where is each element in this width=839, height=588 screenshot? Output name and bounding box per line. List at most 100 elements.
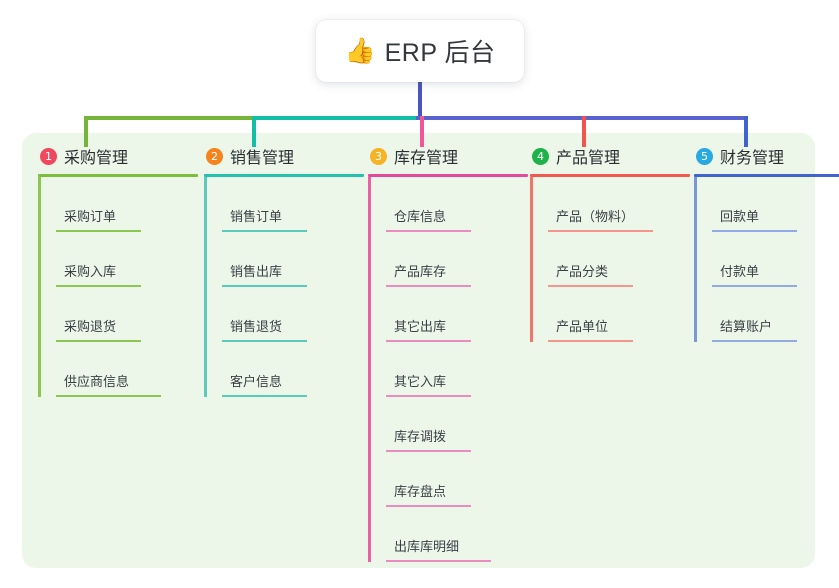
branch-title-4: 产品管理 [556,150,621,167]
leaf-item[interactable]: 库存调拨 [386,397,528,452]
leaf-rule [386,395,471,397]
branch-spine-2 [204,177,207,397]
leaf-item[interactable]: 结算账户 [712,287,839,342]
leaf-label: 销售订单 [230,209,283,224]
branch-header-1[interactable]: 1 采购管理 [38,144,198,168]
leaf-item[interactable]: 产品库存 [386,232,528,287]
leaf-item[interactable]: 产品（物料） [548,177,690,232]
leaf-item[interactable]: 采购订单 [56,177,198,232]
branch-spine-4 [530,177,533,342]
leaf-label: 采购入库 [64,264,117,279]
leaf-label: 出库库明细 [394,539,460,554]
branch-rule-3 [368,174,528,177]
leaf-rule [56,285,141,287]
leaf-item[interactable]: 库存盘点 [386,452,528,507]
branch-column-3: 3 库存管理 仓库信息 产品库存 其它出库 其它入库 库存调拨 库存盘点 [368,144,528,562]
leaf-label: 产品分类 [556,264,609,279]
leaf-item[interactable]: 采购入库 [56,232,198,287]
leaf-item[interactable]: 产品单位 [548,287,690,342]
leaf-rule [386,560,491,562]
leaf-rule [222,285,307,287]
leaf-rule [222,340,307,342]
branch-title-2: 销售管理 [230,150,295,167]
leaf-rule [56,340,141,342]
leaf-rule [222,230,307,232]
thumbs-up-icon: 👍 [344,36,376,65]
branch-column-1: 1 采购管理 采购订单 采购入库 采购退货 供应商信息 [38,144,198,397]
leaf-item[interactable]: 产品分类 [548,232,690,287]
branch-header-2[interactable]: 2 销售管理 [204,144,364,168]
leaf-label: 库存调拨 [394,429,447,444]
connector-bus-left [84,116,252,120]
branch-header-5[interactable]: 5 财务管理 [694,144,839,168]
connector-stem [418,82,422,118]
branch-leaf-list-1: 采购订单 采购入库 采购退货 供应商信息 [38,177,198,397]
leaf-item[interactable]: 销售订单 [222,177,364,232]
leaf-rule [548,340,633,342]
branch-rule-1 [38,174,198,177]
branch-column-5: 5 财务管理 回款单 付款单 结算账户 [694,144,839,342]
leaf-label: 采购退货 [64,319,117,334]
branch-title-5: 财务管理 [720,150,785,167]
leaf-item[interactable]: 回款单 [712,177,839,232]
branch-title-1: 采购管理 [64,150,129,167]
leaf-item[interactable]: 仓库信息 [386,177,528,232]
leaf-label: 产品（物料） [556,209,635,224]
branch-rule-4 [530,174,690,177]
branch-badge-3: 3 [370,147,387,165]
leaf-item[interactable]: 其它出库 [386,287,528,342]
leaf-label: 销售退货 [230,319,283,334]
leaf-rule [548,230,653,232]
leaf-label: 产品单位 [556,319,609,334]
leaf-item[interactable]: 付款单 [712,232,839,287]
leaf-rule [386,285,471,287]
leaf-item[interactable]: 销售出库 [222,232,364,287]
connector-drop-5 [744,116,748,147]
leaf-item[interactable]: 采购退货 [56,287,198,342]
leaf-label: 其它出库 [394,319,447,334]
leaf-label: 其它入库 [394,374,447,389]
branch-spine-1 [38,177,41,397]
branch-leaf-list-5: 回款单 付款单 结算账户 [694,177,839,342]
leaf-rule [548,285,633,287]
leaf-label: 库存盘点 [394,484,447,499]
leaf-item[interactable]: 其它入库 [386,342,528,397]
branch-column-2: 2 销售管理 销售订单 销售出库 销售退货 客户信息 [204,144,364,397]
branch-rule-2 [204,174,364,177]
branch-badge-2: 2 [206,147,223,165]
leaf-label: 产品库存 [394,264,447,279]
connector-drop-1 [84,116,88,147]
leaf-rule [56,230,141,232]
branch-rule-5 [694,174,839,177]
leaf-rule [56,395,161,397]
branch-badge-1: 1 [40,147,57,165]
leaf-rule [712,285,797,287]
leaf-rule [386,340,471,342]
leaf-item[interactable]: 供应商信息 [56,342,198,397]
leaf-label: 采购订单 [64,209,117,224]
leaf-item[interactable]: 客户信息 [222,342,364,397]
branch-column-4: 4 产品管理 产品（物料） 产品分类 产品单位 [530,144,690,342]
connector-drop-3 [420,116,424,147]
branch-title-3: 库存管理 [394,150,459,167]
branch-spine-3 [368,177,371,562]
leaf-rule [386,230,471,232]
leaf-label: 结算账户 [720,319,773,334]
leaf-label: 付款单 [720,264,760,279]
leaf-label: 仓库信息 [394,209,447,224]
branch-leaf-list-4: 产品（物料） 产品分类 产品单位 [530,177,690,342]
connector-bus-mid [252,116,420,120]
leaf-label: 销售出库 [230,264,283,279]
branch-badge-4: 4 [532,147,549,165]
leaf-label: 供应商信息 [64,374,130,389]
leaf-item[interactable]: 销售退货 [222,287,364,342]
connector-drop-4 [582,116,586,147]
leaf-rule [386,450,471,452]
branch-header-3[interactable]: 3 库存管理 [368,144,528,168]
leaf-rule [712,340,797,342]
leaf-rule [386,505,471,507]
leaf-item[interactable]: 出库库明细 [386,507,528,562]
root-node-card[interactable]: 👍 ERP 后台 [316,20,524,82]
branch-header-4[interactable]: 4 产品管理 [530,144,690,168]
branch-leaf-list-2: 销售订单 销售出库 销售退货 客户信息 [204,177,364,397]
